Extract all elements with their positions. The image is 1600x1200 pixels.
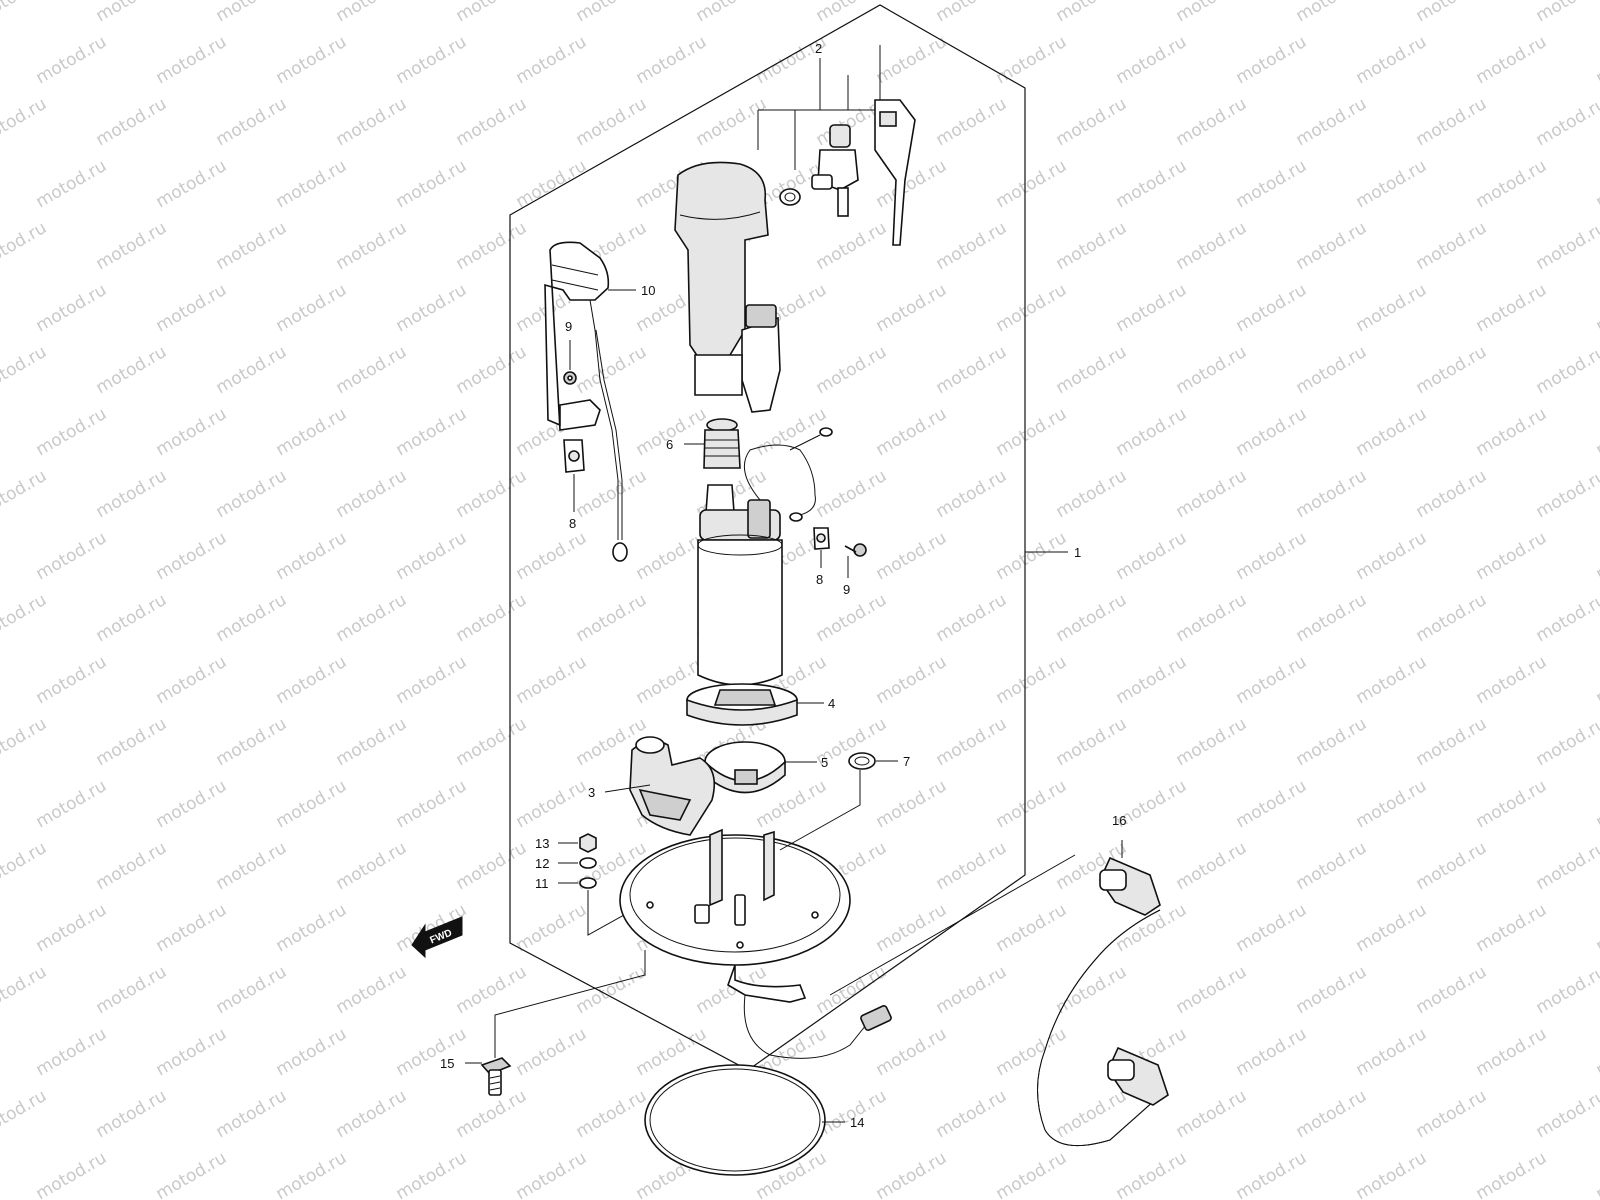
callout-label-14: 14 [850,1115,864,1130]
part-2-group [757,45,916,246]
fwd-direction-arrow: FWD [411,916,463,959]
part-11-washer [579,877,597,889]
callout-label-11: 11 [535,876,549,891]
callout-label-9-right: 9 [843,582,850,597]
assembly-box-outline [509,4,1026,1071]
pump-housing [674,161,781,413]
callout-label-8-left: 8 [569,516,576,531]
callout-label-5: 5 [821,755,828,770]
callout-9-left: 9 [565,319,572,370]
callout-10: 10 [608,283,655,298]
part-10-level-sensor [544,241,628,562]
callout-label-15: 15 [440,1056,454,1071]
callout-12: 12 [535,856,578,871]
part-8-plate-right [813,527,830,550]
part-12-washer [579,857,597,869]
callout-label-2: 2 [815,41,822,56]
callout-13: 13 [535,836,578,851]
pump-base-plate [619,828,892,1059]
part-9-screw-left [563,371,577,385]
part-8-plate-left [563,439,585,473]
part-5-lower-holder [704,741,786,794]
part-7-o-ring [848,752,876,770]
callout-2: 2 [815,41,822,56]
callout-14: 14 [822,1115,864,1130]
callout-label-3: 3 [588,785,595,800]
callout-label-4: 4 [828,696,835,711]
callout-16: 16 [1112,813,1126,828]
callout-8-right: 8 [816,550,823,587]
callout-9-right: 9 [843,556,850,597]
part-6-rubber-sleeve [703,418,741,469]
callout-label-12: 12 [535,856,549,871]
callout-label-6: 6 [666,437,673,452]
callout-8-left: 8 [569,474,576,531]
callout-3: 3 [588,784,651,800]
callout-label-10: 10 [641,283,655,298]
callout-1: 1 [1025,545,1081,560]
part-13-nut [579,833,597,853]
part-9-screw-right [844,543,867,557]
callout-15: 15 [440,1056,482,1071]
callout-6: 6 [666,437,705,452]
callout-label-9-left: 9 [565,319,572,334]
part-16-fuel-hose [829,840,1169,1147]
callout-label-16: 16 [1112,813,1126,828]
part-4-holder [686,683,798,726]
callout-7: 7 [876,754,910,769]
fuel-pump-motor [697,427,833,686]
callout-label-1: 1 [1074,545,1081,560]
callout-label-8-right: 8 [816,572,823,587]
callout-11: 11 [535,876,578,891]
callout-label-7: 7 [903,754,910,769]
callout-4: 4 [797,696,835,711]
callout-5: 5 [785,755,828,770]
part-3-strainer [629,736,716,836]
part-14-gasket [644,1064,826,1176]
part-15-bolt [480,950,646,1096]
callout-label-13: 13 [535,836,549,851]
